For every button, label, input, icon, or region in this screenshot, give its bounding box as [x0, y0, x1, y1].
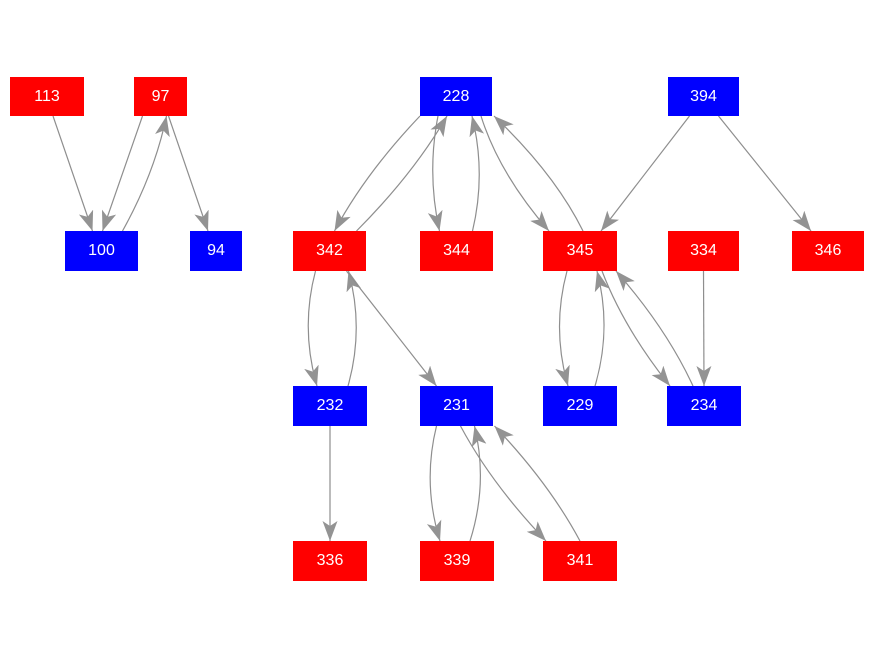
graph-node-346[interactable]: 346 [792, 231, 864, 271]
graph-node-229[interactable]: 229 [543, 386, 617, 426]
graph-node-344[interactable]: 344 [420, 231, 493, 271]
graph-node-334[interactable]: 334 [668, 231, 739, 271]
edge-344-228 [469, 115, 485, 232]
graph-node-234[interactable]: 234 [667, 386, 741, 426]
edge-394-345 [600, 115, 690, 232]
edge-113-100 [52, 115, 94, 232]
edge-342-232 [304, 270, 319, 387]
edge-100-97 [121, 115, 170, 232]
edge-231-341 [459, 425, 547, 542]
edge-345-228 [493, 115, 584, 232]
graph-node-394[interactable]: 394 [668, 77, 739, 116]
edge-228-342 [333, 115, 421, 232]
edge-345-234 [601, 270, 671, 387]
graph-node-345[interactable]: 345 [543, 231, 617, 271]
edge-342-231 [346, 270, 437, 387]
graph-node-100[interactable]: 100 [65, 231, 138, 271]
edge-334-234 [696, 270, 712, 387]
graph-node-228[interactable]: 228 [420, 77, 492, 116]
edge-394-346 [718, 115, 812, 232]
graph-node-339[interactable]: 339 [420, 541, 494, 581]
graph-node-97[interactable]: 97 [134, 77, 187, 116]
edge-97-100 [101, 115, 144, 232]
edge-341-231 [494, 425, 581, 542]
edge-342-228 [356, 115, 448, 232]
graph-node-232[interactable]: 232 [293, 386, 367, 426]
edge-229-345 [594, 270, 610, 387]
edge-228-345 [480, 115, 550, 232]
edge-339-231 [469, 425, 487, 542]
edge-231-339 [426, 425, 442, 542]
edge-228-344 [427, 115, 443, 232]
graph-node-341[interactable]: 341 [543, 541, 617, 581]
graph-node-231[interactable]: 231 [420, 386, 493, 426]
edge-232-342 [346, 270, 362, 387]
graph-node-342[interactable]: 342 [293, 231, 366, 271]
edge-234-345 [615, 270, 694, 387]
edge-345-229 [555, 270, 570, 387]
graph-node-113[interactable]: 113 [10, 77, 84, 116]
graph-node-94[interactable]: 94 [190, 231, 242, 271]
edge-97-94 [167, 115, 209, 232]
graph-node-336[interactable]: 336 [293, 541, 367, 581]
